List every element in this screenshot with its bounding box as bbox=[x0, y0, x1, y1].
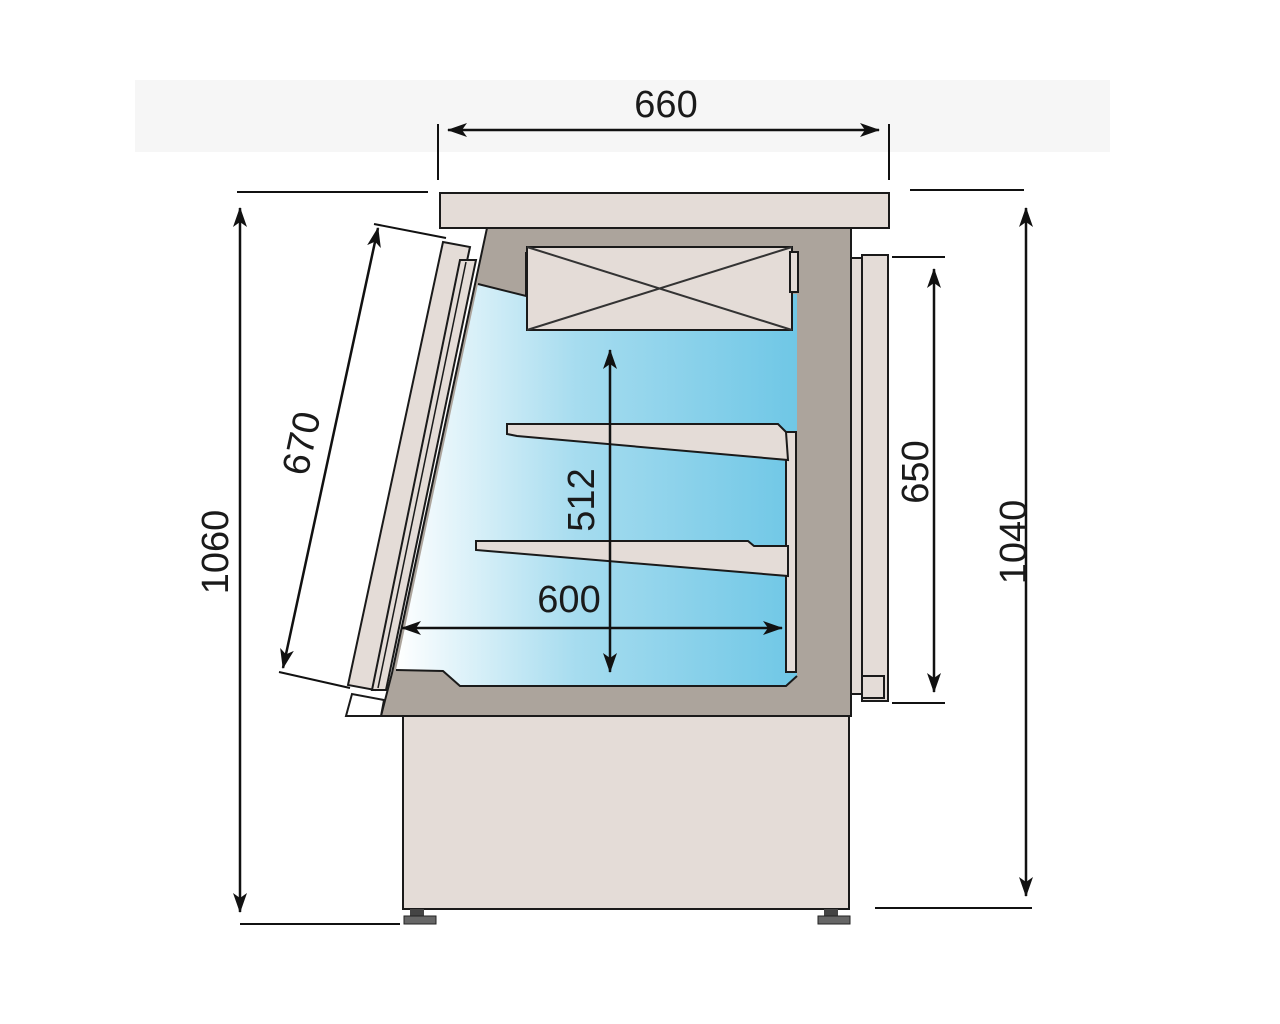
dimension-total-height-front: 1060 bbox=[195, 191, 428, 925]
dimension-label-total-height-front: 1060 bbox=[195, 510, 237, 595]
dimension-label-inner-depth: 600 bbox=[537, 579, 600, 621]
leveling-foot-left bbox=[403, 909, 437, 925]
dimension-total-height-back: 1040 bbox=[875, 189, 1035, 909]
upper-shelf bbox=[506, 423, 790, 462]
top-background-band bbox=[135, 80, 1110, 152]
dimension-top-width: 660 bbox=[437, 84, 890, 180]
evaporator-unit bbox=[526, 246, 799, 331]
dimension-label-glass-length: 670 bbox=[275, 408, 329, 479]
leveling-foot-right bbox=[817, 909, 851, 925]
dimension-door-height: 650 bbox=[892, 256, 945, 704]
dimension-shelf-spacing: 512 bbox=[561, 349, 617, 673]
lower-shelf bbox=[475, 540, 789, 578]
rear-sliding-door bbox=[850, 254, 889, 702]
top-plate bbox=[439, 192, 890, 229]
dimension-inner-depth: 600 bbox=[401, 579, 783, 635]
dimension-label-total-height-back: 1040 bbox=[993, 500, 1035, 585]
dimension-label-shelf-spacing: 512 bbox=[561, 468, 603, 531]
dimension-label-top-width: 660 bbox=[634, 84, 697, 126]
refrigerated-interior bbox=[396, 284, 797, 686]
base-cabinet bbox=[402, 715, 850, 910]
dimension-label-door-height: 650 bbox=[895, 440, 937, 503]
